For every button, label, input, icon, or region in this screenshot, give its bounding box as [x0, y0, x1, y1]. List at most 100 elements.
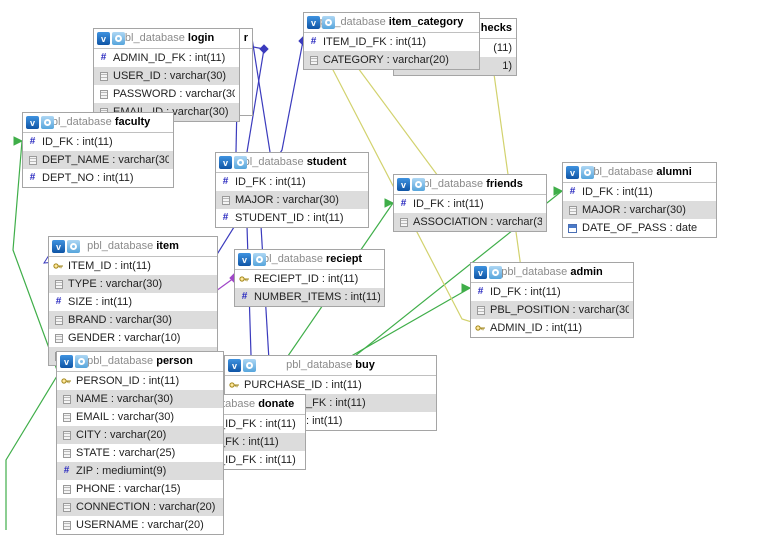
field-row[interactable]: ASSOCIATION : varchar(30) [394, 213, 546, 231]
table-options-gear-icon[interactable] [322, 16, 335, 29]
database-prefix-label: pbl_database [587, 166, 657, 178]
field-row[interactable]: USERNAME : varchar(20) [57, 516, 223, 534]
table-options-gear-icon[interactable] [41, 116, 54, 129]
field-row[interactable]: CITY : varchar(20) [57, 426, 223, 444]
collapse-icon[interactable]: v [219, 156, 232, 169]
field-row[interactable]: #STUDENT_ID : int(11) [216, 209, 368, 227]
field-row[interactable]: #ID_FK : int(11) [394, 195, 546, 213]
relation-line [12, 140, 58, 371]
field-row[interactable]: STATE : varchar(25) [57, 444, 223, 462]
number-field-icon: # [100, 52, 107, 63]
number-field-icon: # [29, 136, 36, 147]
collapse-icon[interactable]: v [26, 116, 39, 129]
table-options-gear-icon[interactable] [234, 156, 247, 169]
field-row[interactable]: ITEM_ID : int(11) [49, 257, 217, 275]
field-row[interactable]: TYPE : varchar(30) [49, 275, 217, 293]
field-label: ITEM_ID_FK : int(11) [323, 36, 427, 48]
field-row[interactable]: ADMIN_ID : int(11) [471, 319, 633, 337]
field-row[interactable]: #DEPT_NO : int(11) [23, 169, 173, 187]
field-row[interactable]: EMAIL : varchar(30) [57, 408, 223, 426]
collapse-icon[interactable]: v [228, 359, 241, 372]
field-row[interactable]: #ID_FK : int(11) [23, 133, 173, 151]
field-row[interactable]: MAJOR : varchar(30) [563, 201, 716, 219]
field-label: STATE : varchar(25) [76, 447, 176, 459]
field-row[interactable]: PURCHASE_ID : int(11) [225, 376, 436, 394]
collapse-icon[interactable]: v [474, 266, 487, 279]
field-row[interactable]: MAJOR : varchar(30) [216, 191, 368, 209]
field-row[interactable]: #ITEM_ID_FK : int(11) [304, 33, 479, 51]
collapse-icon[interactable]: v [238, 253, 251, 266]
collapse-icon[interactable]: v [397, 178, 410, 191]
field-row[interactable]: CONNECTION : varchar(20) [57, 498, 223, 516]
table-options-gear-icon[interactable] [581, 166, 594, 179]
field-row[interactable]: BRAND : varchar(30) [49, 311, 217, 329]
field-label: ASSOCIATION : varchar(30) [413, 216, 542, 228]
collapse-icon[interactable]: v [566, 166, 579, 179]
table-options-gear-icon[interactable] [67, 240, 80, 253]
field-row[interactable]: RECIEPT_ID : int(11) [235, 270, 384, 288]
collapse-icon[interactable]: v [97, 32, 110, 45]
relation-arrow-marker [259, 44, 269, 54]
number-field-icon: # [63, 465, 70, 476]
field-row[interactable]: NAME : varchar(30) [57, 390, 223, 408]
table-options-gear-icon[interactable] [412, 178, 425, 191]
field-row[interactable]: #NUMBER_ITEMS : int(11) [235, 288, 384, 306]
collapse-icon[interactable]: v [307, 16, 320, 29]
table-options-gear-icon[interactable] [243, 359, 256, 372]
database-prefix-label: pbl_database [237, 156, 307, 168]
number-field-icon: # [222, 212, 229, 223]
table-options-gear-icon[interactable] [253, 253, 266, 266]
field-row[interactable]: #ID_FK : int(11) [216, 173, 368, 191]
table-options-gear-icon[interactable] [489, 266, 502, 279]
field-row[interactable]: PBL_POSITION : varchar(30) [471, 301, 633, 319]
field-row[interactable]: #ID_FK : int(11) [471, 283, 633, 301]
field-label: CITY : varchar(20) [76, 429, 167, 441]
table-options-gear-icon[interactable] [75, 355, 88, 368]
field-row[interactable]: PHONE : varchar(15) [57, 480, 223, 498]
text-field-icon [53, 333, 64, 343]
field-row[interactable]: PASSWORD : varchar(30) [94, 85, 239, 103]
field-row[interactable]: #ADMIN_ID_FK : int(11) [94, 49, 239, 67]
field-row[interactable]: #SIZE : int(11) [49, 293, 217, 311]
table-options-gear-icon[interactable] [112, 32, 125, 45]
field-row[interactable]: #ZIP : mediumint(9) [57, 462, 223, 480]
collapse-icon[interactable]: v [52, 240, 65, 253]
collapse-icon[interactable]: v [60, 355, 73, 368]
table-name-label: admin [570, 266, 603, 278]
text-field-icon [61, 502, 72, 512]
table-name-label: person [156, 355, 193, 367]
field-label: PERSON_ID : int(11) [76, 375, 180, 387]
field-row[interactable]: DEPT_NAME : varchar(30) [23, 151, 173, 169]
database-prefix-label: pbl_database [417, 178, 487, 190]
field-row[interactable]: USER_ID : varchar(30) [94, 67, 239, 85]
field-row[interactable]: #ID_FK : int(11) [563, 183, 716, 201]
field-row[interactable]: CATEGORY : varchar(20) [304, 51, 479, 69]
field-row[interactable]: PERSON_ID : int(11) [57, 372, 223, 390]
field-row[interactable]: DATE_OF_PASS : date [563, 219, 716, 237]
table-title: pbl_database buy [225, 356, 436, 375]
field-row[interactable]: GENDER : varchar(10) [49, 329, 217, 347]
text-field-icon [61, 484, 72, 494]
